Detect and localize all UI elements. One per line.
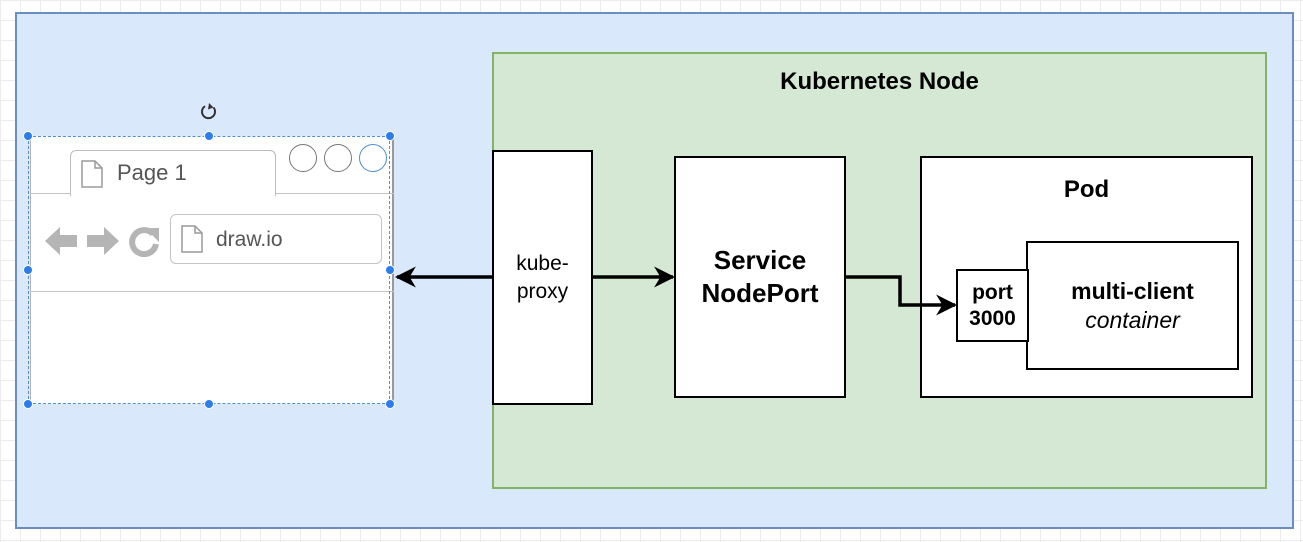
container-kind: container: [1085, 306, 1180, 333]
service-nodeport-box[interactable]: Service NodePort: [674, 156, 846, 398]
address-bar[interactable]: [170, 214, 382, 264]
resize-handle-left[interactable]: [23, 265, 33, 275]
container-name: multi-client: [1071, 277, 1194, 304]
service-label-line2: NodePort: [701, 278, 819, 308]
arrow-right-icon[interactable]: [86, 225, 120, 257]
tab-label: Page 1: [117, 160, 187, 185]
rotate-icon[interactable]: [199, 102, 219, 122]
window-button-3[interactable]: [359, 144, 387, 172]
service-port-connector[interactable]: [846, 275, 958, 316]
pod-title: Pod: [1063, 176, 1110, 203]
kube-proxy-box[interactable]: kube- proxy: [492, 150, 593, 405]
kube-proxy-label-line1: kube-: [516, 251, 569, 275]
arrow-left-icon[interactable]: [44, 225, 78, 257]
page-icon: [180, 225, 204, 253]
service-label-line1: Service: [713, 245, 807, 275]
resize-handle-bottom-left[interactable]: [23, 399, 33, 409]
toolbar-divider: [30, 291, 394, 292]
window-button-2[interactable]: [324, 144, 352, 172]
port-label-line2: 3000: [969, 306, 1016, 330]
address-text: draw.io: [216, 228, 283, 251]
kube-proxy-label-line2: proxy: [516, 279, 569, 303]
port-label-line1: port: [972, 280, 1013, 304]
reload-icon[interactable]: [128, 225, 160, 258]
page-icon: [80, 160, 104, 188]
tab-divider-gap: [71, 192, 275, 195]
kubernetes-node-title: Kubernetes Node: [780, 68, 979, 95]
window-button-1[interactable]: [289, 144, 317, 172]
resize-handle-top-left[interactable]: [23, 131, 33, 141]
resize-handle-top[interactable]: [204, 131, 214, 141]
resize-handle-right[interactable]: [385, 265, 395, 275]
resize-handle-bottom-right[interactable]: [385, 399, 395, 409]
resize-handle-bottom[interactable]: [204, 399, 214, 409]
multi-client-container-box[interactable]: multi-client container: [1026, 241, 1239, 370]
port-box[interactable]: port 3000: [956, 269, 1029, 342]
browser-tab[interactable]: [70, 150, 276, 196]
resize-handle-top-right[interactable]: [385, 131, 395, 141]
selection-outline: [28, 136, 390, 404]
